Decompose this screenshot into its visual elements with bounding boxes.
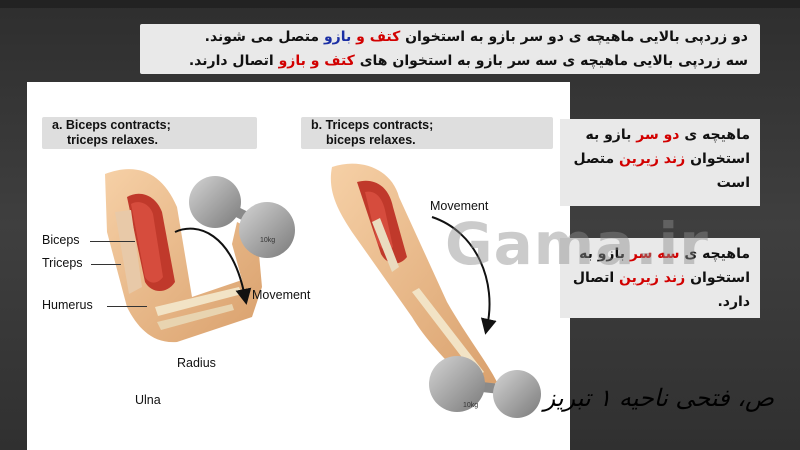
word-shoulder: کتف <box>369 29 401 45</box>
caption-a: a. Biceps contracts; triceps relaxes. <box>42 117 257 149</box>
header-line-1-text: دو زردپی بالایی ماهیچه ی دو سر بازو به ا… <box>400 29 748 45</box>
leader-biceps <box>90 241 135 242</box>
caption-b-line-1: b. Triceps contracts; <box>311 118 434 132</box>
arm-illustration: 10kg 10kg <box>105 163 541 418</box>
dumbbell-b: 10kg <box>429 356 541 418</box>
label-ulna: Ulna <box>135 393 161 407</box>
word-and: و <box>351 29 370 45</box>
caption-a-line-2: triceps relaxes. <box>67 133 159 147</box>
label-radius: Radius <box>177 356 216 370</box>
label-biceps: Biceps <box>42 233 80 247</box>
caption-a-line-1: a. Biceps contracts; <box>52 118 171 132</box>
label-triceps: Triceps <box>42 256 83 270</box>
leader-triceps <box>91 264 121 265</box>
word-shoulder-arm: کتف و بازو <box>278 53 355 69</box>
header-line-2-text: سه زردپی بالایی ماهیچه ی سه سر بازو به ا… <box>354 53 748 69</box>
side-note-2-red: سه سر <box>629 246 680 262</box>
movement-arrow-b <box>431 216 497 335</box>
label-humerus: Humerus <box>42 298 93 312</box>
arm-muscle-figure: 10kg 10kg a. Biceps contracts; triceps r <box>27 82 570 450</box>
side-note-2-b: بازو به استخوان <box>579 246 750 286</box>
side-note-2-c: اتصال دارد. <box>572 270 750 310</box>
movement-arrow-a <box>174 227 252 305</box>
header-box: دو زردپی بالایی ماهیچه ی دو سر بازو به ا… <box>140 24 760 74</box>
header-line-2-end: اتصال دارند. <box>188 53 279 69</box>
side-note-triceps: ماهیچه ی سه سر بازو به استخوان زند زیرین… <box>560 238 760 318</box>
side-note-1-c: متصل است <box>573 151 750 191</box>
arm-a <box>105 169 262 343</box>
dumbbell-a: 10kg <box>189 176 295 258</box>
caption-b: b. Triceps contracts; biceps relaxes. <box>301 117 553 149</box>
leader-humerus <box>107 306 147 307</box>
author-signature: ص، فتحی ناحیه ۱ تبریز <box>543 384 774 412</box>
side-note-biceps: ماهیچه ی دو سر بازو به استخوان زند زیرین… <box>560 119 760 206</box>
side-note-2-red2: زند زیرین <box>619 270 686 286</box>
arm-b <box>330 163 497 394</box>
label-movement-b: Movement <box>430 199 489 213</box>
dumbbell-b-mark: 10kg <box>463 402 478 409</box>
header-line-1-end: متصل می شوند. <box>204 29 324 45</box>
header-line-1: دو زردپی بالایی ماهیچه ی دو سر بازو به ا… <box>140 24 760 48</box>
side-note-1-red2: زند زیرین <box>619 151 686 167</box>
side-note-2-a: ماهیچه ی <box>679 246 750 262</box>
top-bar <box>0 0 800 8</box>
watermark-logo: Gama.ir <box>445 210 709 278</box>
header-line-2: سه زردپی بالایی ماهیچه ی سه سر بازو به ا… <box>140 48 760 72</box>
side-note-1-b: بازو به استخوان <box>585 127 750 167</box>
dumbbell-a-mark: 10kg <box>260 237 275 244</box>
caption-b-line-2: biceps relaxes. <box>326 133 416 147</box>
side-note-1-red: دو سر <box>636 127 680 143</box>
word-arm: بازو <box>323 29 352 45</box>
label-movement-a: Movement <box>252 288 311 302</box>
side-note-1-a: ماهیچه ی <box>679 127 750 143</box>
